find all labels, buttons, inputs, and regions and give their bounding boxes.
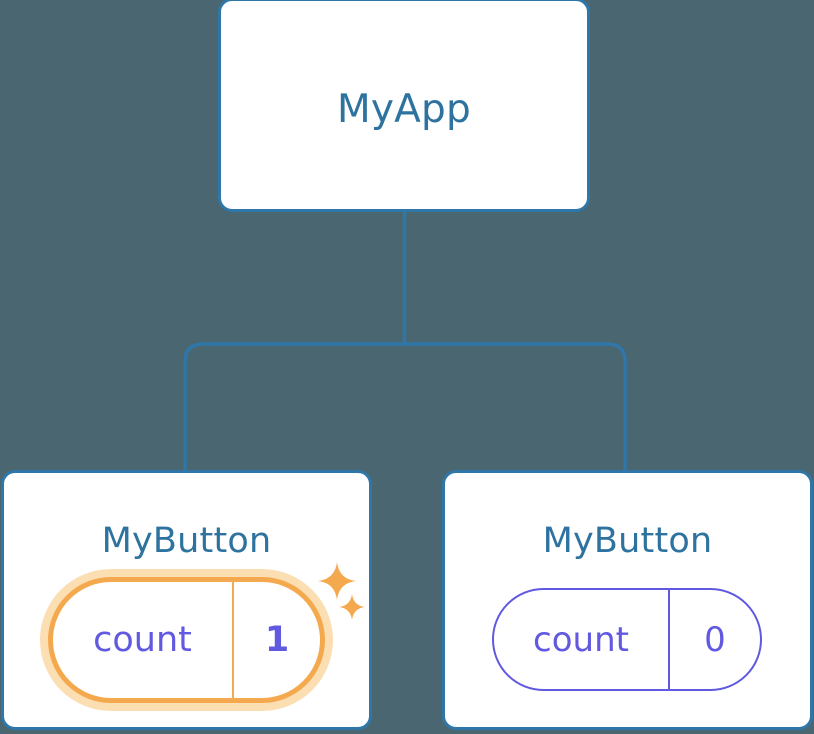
node-mybutton-right-label: MyButton	[542, 521, 713, 561]
state-pill-right-value: 0	[704, 619, 726, 660]
state-pill-right[interactable]: count 0	[492, 588, 762, 691]
state-pill-right-key: count	[494, 590, 670, 689]
node-mybutton-left-label: MyButton	[101, 521, 272, 561]
connector-branch-left	[183, 342, 405, 472]
state-pill-left-group: count 1	[40, 569, 333, 711]
state-pill-left[interactable]: count 1	[48, 577, 325, 703]
connector-branch-right	[404, 342, 627, 472]
node-myapp[interactable]: MyApp	[218, 0, 590, 212]
sparkle-icon	[339, 594, 365, 620]
state-pill-left-value: 1	[264, 620, 290, 660]
sparkle-icon	[318, 562, 356, 600]
state-pill-left-key: count	[53, 582, 234, 698]
node-myapp-label: MyApp	[337, 87, 471, 132]
